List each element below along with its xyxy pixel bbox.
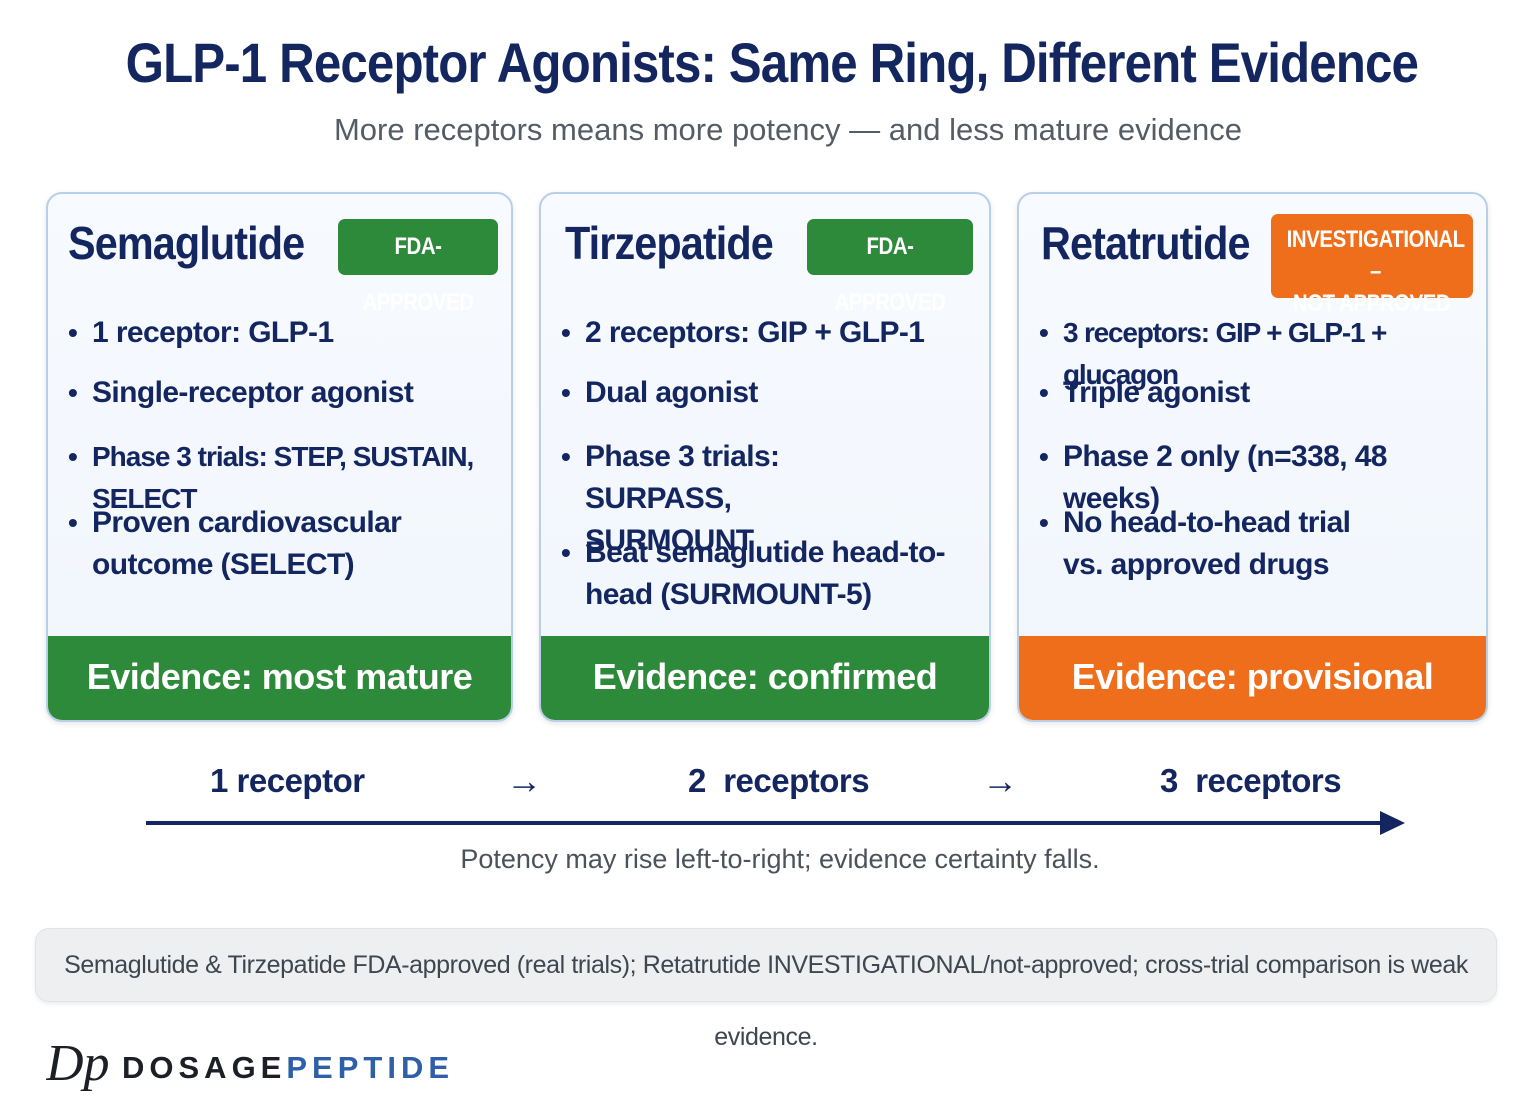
brand-name-part-1: DOSAGE bbox=[122, 1050, 287, 1085]
arrow-right-icon: → bbox=[506, 760, 542, 801]
evidence-bar: Evidence: most mature bbox=[48, 636, 511, 720]
fact-item: Beat semaglutide head-to-head (SURMOUNT-… bbox=[561, 532, 959, 616]
drug-name: Retatrutide bbox=[1041, 217, 1251, 269]
page-subtitle: More receptors means more potency — and … bbox=[333, 112, 1243, 147]
fact-item: Proven cardiovascular outcome (SELECT) bbox=[68, 502, 461, 586]
evidence-bar: Evidence: provisional bbox=[1019, 636, 1486, 720]
disclaimer-note: Semaglutide & Tirzepatide FDA-approved (… bbox=[35, 928, 1497, 1051]
status-badge-line-1: INVESTIGATIONAL – bbox=[1286, 226, 1465, 285]
fact-item: No head-to-head trial vs. approved drugs bbox=[1039, 502, 1396, 586]
step-label-2: 2 receptors bbox=[688, 762, 870, 799]
evidence-bar: Evidence: confirmed bbox=[541, 636, 989, 720]
page-title: GLP-1 Receptor Agonists: Same Ring, Diff… bbox=[125, 31, 1419, 94]
progression-axis bbox=[146, 821, 1386, 825]
card-tirzepatide: Tirzepatide FDA-APPROVED 2 receptors: GI… bbox=[539, 192, 991, 722]
axis-arrowhead-icon bbox=[1380, 811, 1405, 835]
drug-name: Semaglutide bbox=[68, 217, 305, 269]
fact-item: Triple agonist bbox=[1039, 372, 1476, 414]
fact-item: 2 receptors: GIP + GLP-1 bbox=[561, 312, 979, 354]
fact-item: Single-receptor agonist bbox=[68, 372, 501, 414]
brand-wordmark: DOSAGEPEPTIDE bbox=[122, 1050, 454, 1086]
card-semaglutide: Semaglutide FDA-APPROVED 1 receptor: GLP… bbox=[46, 192, 513, 722]
progression-caption: Potency may rise left-to-right; evidence… bbox=[460, 844, 1100, 874]
fact-item: Phase 3 trials: STEP, SUSTAIN, SELECT bbox=[68, 436, 501, 520]
drug-name: Tirzepatide bbox=[565, 217, 774, 269]
svg-text:Dp: Dp bbox=[46, 1036, 110, 1092]
status-badge: FDA-APPROVED bbox=[338, 219, 498, 316]
card-retatrutide: Retatrutide INVESTIGATIONAL – NOT APPROV… bbox=[1017, 192, 1488, 722]
brand-name-part-2: PEPTIDE bbox=[286, 1050, 455, 1085]
step-label-3: 3 receptors bbox=[1160, 762, 1342, 799]
fact-item: 1 receptor: GLP-1 bbox=[68, 312, 501, 354]
step-label-1: 1 receptor bbox=[210, 762, 365, 799]
arrow-right-icon: → bbox=[982, 760, 1018, 801]
brand-mark-icon: Dp bbox=[46, 1036, 110, 1092]
fact-item: Dual agonist bbox=[561, 372, 979, 414]
status-badge: FDA-APPROVED bbox=[807, 219, 973, 316]
status-badge: INVESTIGATIONAL – NOT APPROVED bbox=[1271, 214, 1473, 317]
